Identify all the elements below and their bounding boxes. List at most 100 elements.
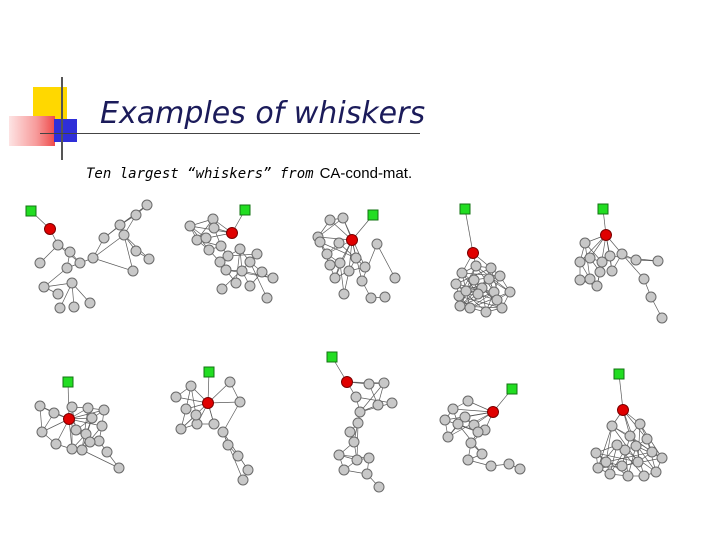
- whisker-node: [131, 210, 141, 220]
- whisker-node: [338, 213, 348, 223]
- whisker-6: [35, 377, 124, 473]
- core-connection-node: [26, 206, 36, 216]
- whisker-node: [204, 245, 214, 255]
- whisker-node: [39, 282, 49, 292]
- edge: [82, 450, 119, 468]
- whisker-3: [313, 210, 400, 303]
- whisker-node: [481, 307, 491, 317]
- whisker-node: [209, 419, 219, 429]
- whisker-node: [231, 278, 241, 288]
- whisker-node: [646, 292, 656, 302]
- whisker-node: [144, 254, 154, 264]
- whisker-node: [216, 241, 226, 251]
- whisker-node: [88, 253, 98, 263]
- whisker-node: [128, 266, 138, 276]
- whisker-node: [607, 421, 617, 431]
- whisker-node: [339, 289, 349, 299]
- whisker-node: [69, 302, 79, 312]
- whisker-node: [330, 273, 340, 283]
- whisker-node: [443, 432, 453, 442]
- whisker-node: [209, 223, 219, 233]
- edge: [377, 244, 395, 278]
- whisker-node: [186, 381, 196, 391]
- whisker-node: [235, 244, 245, 254]
- whisker-node: [97, 421, 107, 431]
- whisker-node: [208, 214, 218, 224]
- whisker-node: [315, 237, 325, 247]
- whisker-8: [327, 352, 397, 492]
- whisker-node: [94, 436, 104, 446]
- whisker-node: [617, 249, 627, 259]
- whisker-node: [355, 407, 365, 417]
- whisker-node: [484, 274, 494, 284]
- whisker-node: [457, 268, 467, 278]
- whisker-node: [477, 449, 487, 459]
- whisker-node: [575, 257, 585, 267]
- whisker-node: [466, 438, 476, 448]
- whisker-node: [607, 266, 617, 276]
- attachment-node: [347, 235, 358, 246]
- whisker-node: [631, 255, 641, 265]
- attachment-node: [468, 248, 479, 259]
- whisker-node: [217, 284, 227, 294]
- whisker-node: [364, 379, 374, 389]
- whisker-node: [486, 263, 496, 273]
- whisker-node: [374, 482, 384, 492]
- whisker-node: [473, 289, 483, 299]
- whisker-node: [325, 215, 335, 225]
- whisker-node: [380, 292, 390, 302]
- whisker-node: [53, 240, 63, 250]
- core-connection-node: [460, 204, 470, 214]
- whisker-node: [451, 279, 461, 289]
- whisker-node: [473, 427, 483, 437]
- whisker-node: [171, 392, 181, 402]
- whisker-node: [360, 262, 370, 272]
- whisker-9: [440, 384, 525, 474]
- whisker-node: [463, 396, 473, 406]
- attachment-node: [64, 414, 75, 425]
- whisker-node: [453, 419, 463, 429]
- whisker-node: [580, 238, 590, 248]
- whisker-node: [35, 401, 45, 411]
- whisker-node: [192, 419, 202, 429]
- attachment-node: [488, 407, 499, 418]
- whisker-node: [597, 257, 607, 267]
- whisker-node: [67, 402, 77, 412]
- whisker-node: [322, 249, 332, 259]
- whisker-node: [85, 437, 95, 447]
- whisker-node: [362, 469, 372, 479]
- whisker-node: [591, 448, 601, 458]
- whisker-node: [87, 413, 97, 423]
- attachment-node: [203, 398, 214, 409]
- whisker-7: [171, 367, 253, 485]
- core-connection-node: [368, 210, 378, 220]
- whisker-node: [35, 258, 45, 268]
- whisker-node: [192, 235, 202, 245]
- whisker-node: [237, 266, 247, 276]
- attachment-node: [601, 230, 612, 241]
- whisker-node: [344, 266, 354, 276]
- whisker-node: [252, 249, 262, 259]
- whisker-node: [353, 418, 363, 428]
- whisker-node: [366, 293, 376, 303]
- whisker-node: [225, 377, 235, 387]
- whisker-node: [215, 257, 225, 267]
- whisker-node: [55, 303, 65, 313]
- whisker-node: [387, 398, 397, 408]
- whisker-4: [451, 204, 515, 317]
- whisker-node: [463, 455, 473, 465]
- whisker-node: [351, 253, 361, 263]
- whisker-node: [245, 281, 255, 291]
- whisker-node: [605, 469, 615, 479]
- whisker-node: [181, 404, 191, 414]
- whisker-node: [102, 447, 112, 457]
- whisker-node: [625, 431, 635, 441]
- whisker-node: [37, 427, 47, 437]
- whisker-node: [364, 453, 374, 463]
- attachment-node: [45, 224, 56, 235]
- whisker-node: [653, 256, 663, 266]
- whisker-node: [67, 278, 77, 288]
- whisker-node: [469, 275, 479, 285]
- whisker-5: [575, 204, 667, 323]
